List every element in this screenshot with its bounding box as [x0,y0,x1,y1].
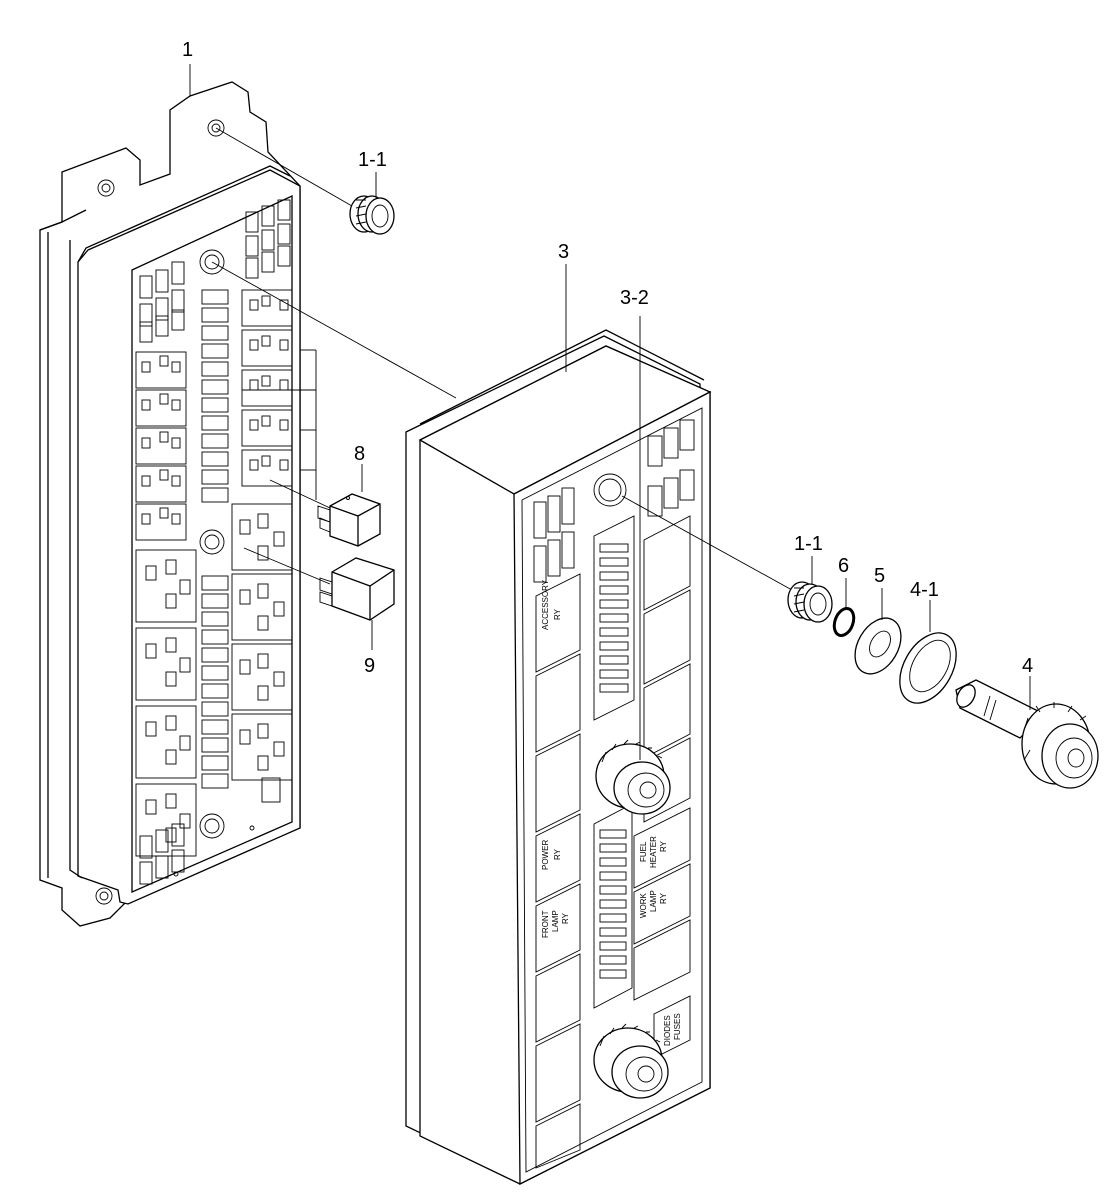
label-fuses: FUSES [673,1013,682,1040]
part-label-1-1-top: 1-1 [358,149,387,171]
relay-9 [243,547,395,650]
washer [854,617,902,675]
part-label-3-2: 3-2 [620,287,649,309]
part-label-5: 5 [874,565,885,587]
knob-lower [593,1023,669,1099]
part-label-4-1: 4-1 [910,579,939,601]
label-accessory-ry: RY [553,608,562,620]
relay-8 [242,349,381,547]
label-power-ry: RY [553,848,562,860]
label-front: FRONT [541,910,550,938]
knob-upper [595,739,671,815]
part-label-3: 3 [558,241,569,263]
ring-seal [899,632,957,704]
part-label-4: 4 [1022,655,1033,677]
leader-lines [189,64,1031,710]
label-accessory: ACCESSORY [541,579,550,630]
label-power: POWER [541,840,550,870]
label-work-ry: RY [659,892,668,904]
label-work-lamp: LAMP [649,890,658,912]
cover-box: ACCESSORY RY POWER RY FRONT LAMP RY FUEL… [211,261,793,1186]
knob-shaft [955,679,1099,789]
part-label-1: 1 [182,39,193,61]
o-ring [832,606,856,638]
grommet-top [215,127,395,235]
grommet-right [787,581,833,623]
part-label-9: 9 [364,655,375,677]
part-label-1-1-right: 1-1 [794,533,823,555]
label-work: WORK [639,892,648,918]
label-fuel-ry: RY [659,840,668,852]
label-heater: HEATER [649,836,658,868]
label-lamp: LAMP [551,910,560,932]
label-diodes: DIODES [663,1015,672,1046]
label-front-ry: RY [561,912,570,924]
base-panel [39,81,301,927]
part-label-8: 8 [354,443,365,465]
part-label-6: 6 [838,555,849,577]
label-fuel: FUEL [639,841,648,862]
